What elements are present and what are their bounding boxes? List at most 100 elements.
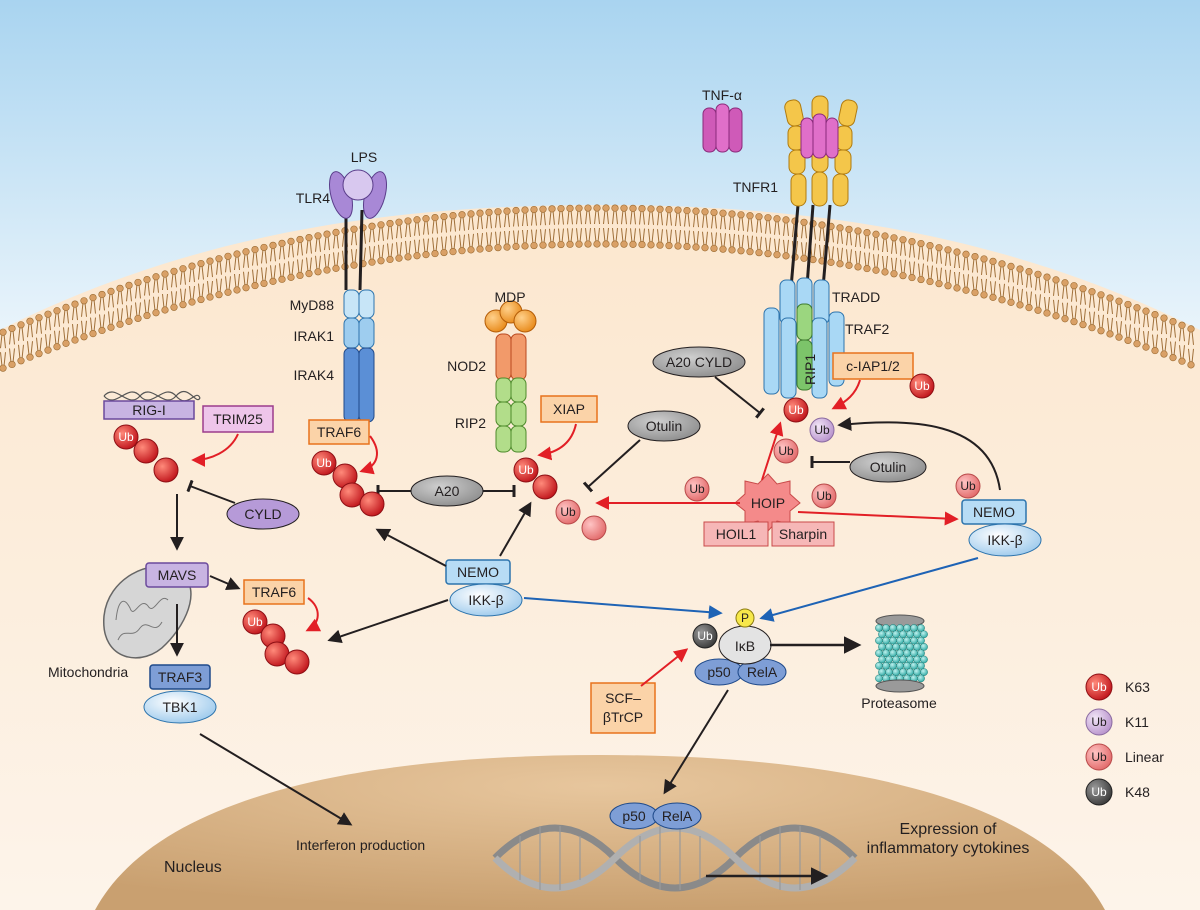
tradd-traf2-complex <box>763 277 845 399</box>
tradd-label: TRADD <box>832 289 880 305</box>
tbk1-to-interferon-arrow <box>199 733 353 826</box>
sharpin-box <box>771 521 835 547</box>
otulin-top-ellipse <box>627 410 701 442</box>
traf6-bottom-ub-bead <box>242 609 268 635</box>
phosphate-circle <box>735 608 755 628</box>
traf3-box <box>149 664 211 690</box>
ikkb-center-ellipse <box>449 583 523 617</box>
traf6-top-ubiquitination-arrow <box>359 435 378 475</box>
ikb-k48-ub-label: Ub <box>697 629 713 643</box>
tbk1-label: TBK1 <box>162 699 197 715</box>
legend-ub-label: Ub <box>1091 750 1107 764</box>
myd88-irak-stack <box>343 289 375 423</box>
nemo-to-traf6-bottom-arrow <box>327 599 449 644</box>
ikkb-right-ellipse <box>968 523 1042 557</box>
nemo-linear-ub-bead <box>955 473 981 499</box>
scf-line2: βTrCP <box>603 709 643 725</box>
free-linear-ub-label: Ub <box>816 489 832 503</box>
legend-k63-swatch <box>1085 673 1113 701</box>
scf-line1: SCF– <box>605 690 641 706</box>
mitochondria-label: Mitochondria <box>48 664 128 680</box>
tnfr1-label: TNFR1 <box>733 179 778 195</box>
ikb-k48-ub-bead <box>692 623 718 649</box>
rip2-linear-ub-label: Ub <box>560 505 576 519</box>
rig-i-ub-label: Ub <box>118 430 134 444</box>
otulin-top-label: Otulin <box>646 418 683 434</box>
expression-line1: Expression of <box>900 821 997 838</box>
nemo-center-label: NEMO <box>457 564 499 580</box>
proteasome <box>875 614 928 693</box>
nucleus <box>95 755 1105 910</box>
otulin-top-inhibition <box>582 439 641 493</box>
interferon-label: Interferon production <box>296 837 425 853</box>
rip2-ub-label: Ub <box>518 463 534 477</box>
c-iap-label: c-IAP1/2 <box>846 358 900 374</box>
rig-i-ub-chain-bead <box>153 457 179 483</box>
legend-k48-swatch <box>1085 778 1113 806</box>
traf3-label: TRAF3 <box>158 669 203 685</box>
legend-k63-label: K63 <box>1125 679 1150 695</box>
cyld-inhibition <box>186 479 236 504</box>
xiap-box <box>540 395 598 423</box>
rig-i-ub-chain-bead <box>133 438 159 464</box>
tnf-alpha-label: TNF-α <box>702 87 742 103</box>
rela-nuclear-label: RelA <box>662 808 693 824</box>
xiap-ubiquitination-arrow <box>537 423 577 461</box>
otulin-right-ellipse <box>849 451 927 483</box>
trim25-box <box>202 405 274 433</box>
rip2-ub-chain-bead <box>532 474 558 500</box>
nemo-linear-ub-label: Ub <box>960 479 976 493</box>
legend-linear-swatch <box>1085 743 1113 771</box>
legend-ub-label: Ub <box>1091 715 1107 729</box>
nemo-right-box <box>961 499 1027 525</box>
mavs-label: MAVS <box>158 567 197 583</box>
rig-i-rna-helix <box>103 390 201 402</box>
legend-k11-swatch <box>1085 708 1113 736</box>
a20-cyld-ellipse <box>652 346 746 378</box>
c-iap-ubiquitination-arrow <box>831 379 861 410</box>
free-k63-ub-label: Ub <box>914 379 930 393</box>
rip2-linear-ub-bead <box>555 499 581 525</box>
rig-i-ub-bead <box>113 424 139 450</box>
scf-btrcp-box <box>590 682 656 734</box>
rip1-k11-ub-label: Ub <box>814 423 830 437</box>
legend-k48-label: K48 <box>1125 784 1150 800</box>
ikkb-right-phosphorylation-arrow <box>759 557 979 622</box>
traf6-bottom-box <box>243 579 305 605</box>
nod2-rip2-stack <box>484 300 537 453</box>
rip2-label: RIP2 <box>455 415 486 431</box>
rig-i-box <box>103 400 195 420</box>
hoil1-box <box>703 521 769 547</box>
rip1-linear-ub-bead <box>773 438 799 464</box>
legend-k11-label: K11 <box>1125 714 1149 730</box>
free-k63-ub-bead <box>909 373 935 399</box>
ikkb-center-phosphorylation-arrow <box>523 597 723 620</box>
a20-cyld-inhibition <box>714 376 765 419</box>
expression-line2: inflammatory cytokines <box>867 840 1030 857</box>
nucleus-label: Nucleus <box>164 859 222 876</box>
sharpin-label: Sharpin <box>779 526 827 542</box>
hoip-to-rip1-arrow <box>761 421 784 481</box>
irak1-label: IRAK1 <box>294 328 335 344</box>
free-linear-ub-bead <box>684 476 710 502</box>
legend-linear-label: Linear <box>1125 749 1164 765</box>
nod2-label: NOD2 <box>447 358 486 374</box>
nemo-to-traf6-ub-arrow <box>375 528 447 567</box>
traf6-bottom-ubiquitination-arrow <box>305 597 322 632</box>
plasma-membrane <box>0 204 1195 372</box>
traf6-top-box <box>308 419 370 445</box>
trim25-ubiquitination-arrow <box>191 433 239 467</box>
nemo-right-label: NEMO <box>973 504 1015 520</box>
nfkb-to-nucleus-arrow <box>663 689 729 795</box>
scf-to-ikb-arrow <box>640 648 689 687</box>
phosphate-label: P <box>741 611 749 625</box>
nemo-to-rip2-ub-arrow <box>499 501 532 557</box>
rig-i-label: RIG-I <box>132 402 165 418</box>
traf6-top-ub-bead <box>311 450 337 476</box>
traf6-top-label: TRAF6 <box>317 424 362 440</box>
a20-label: A20 <box>435 483 460 499</box>
